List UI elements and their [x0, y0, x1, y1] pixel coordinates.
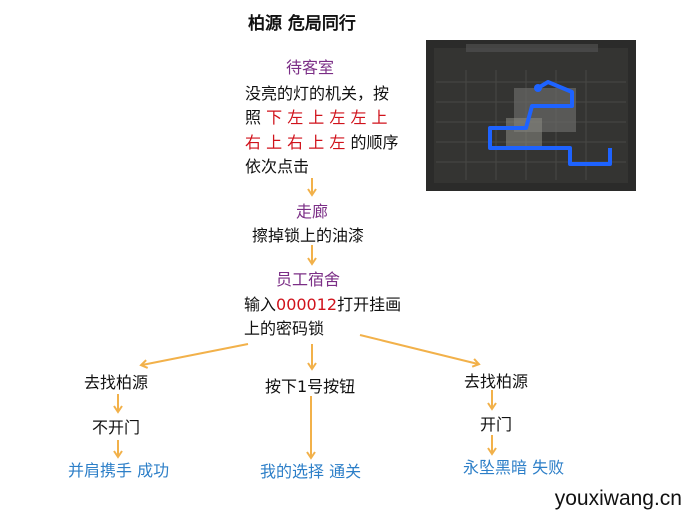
- branch-left-result: 并肩携手 成功: [68, 461, 170, 480]
- page-title: 柏源 危局同行: [248, 14, 356, 34]
- branch-middle-choice: 按下1号按钮: [265, 377, 356, 396]
- waiting-line1: 没亮的灯的机关，按: [245, 84, 390, 103]
- waiting-line3: 右 上 右 上 左 的顺序: [245, 135, 398, 151]
- dorm-suffix: 打开挂画: [337, 295, 402, 314]
- branch-right-action: 开门: [480, 415, 513, 434]
- game-screenshot-panel: [426, 40, 636, 191]
- arrow-dorm-to-left: [139, 343, 249, 369]
- arrow-dorm-to-right: [359, 334, 481, 368]
- waiting-line2: 照 下 左 上 左 左 上: [245, 110, 388, 126]
- dorm-prefix: 输入: [244, 295, 277, 314]
- dorm-line2: 上的密码锁: [244, 319, 325, 338]
- branch-right-choice: 去找柏源: [464, 372, 529, 391]
- branch-middle-result: 我的选择 通关: [260, 462, 362, 481]
- waiting-sequence-2: 右 上 右 上 左: [245, 133, 346, 152]
- branch-right-result: 永坠黑暗 失败: [463, 458, 565, 477]
- waiting-line2-prefix: 照: [245, 108, 262, 127]
- waiting-sequence-1: 下 左 上 左 左 上: [266, 108, 388, 127]
- dorm-line1: 输入000012打开挂画: [244, 297, 401, 313]
- branch-left-action: 不开门: [92, 418, 141, 437]
- room-corridor: 走廊: [296, 202, 329, 221]
- branch-left-choice: 去找柏源: [84, 373, 149, 392]
- corridor-text: 擦掉锁上的油漆: [252, 226, 365, 245]
- watermark: youxiwang.cn: [554, 487, 682, 510]
- room-waiting: 待客室: [286, 58, 335, 77]
- waiting-line3-suffix: 的顺序: [350, 133, 399, 152]
- dorm-code: 000012: [276, 295, 338, 314]
- waiting-line4: 依次点击: [245, 157, 310, 176]
- room-dorm: 员工宿舍: [276, 270, 341, 289]
